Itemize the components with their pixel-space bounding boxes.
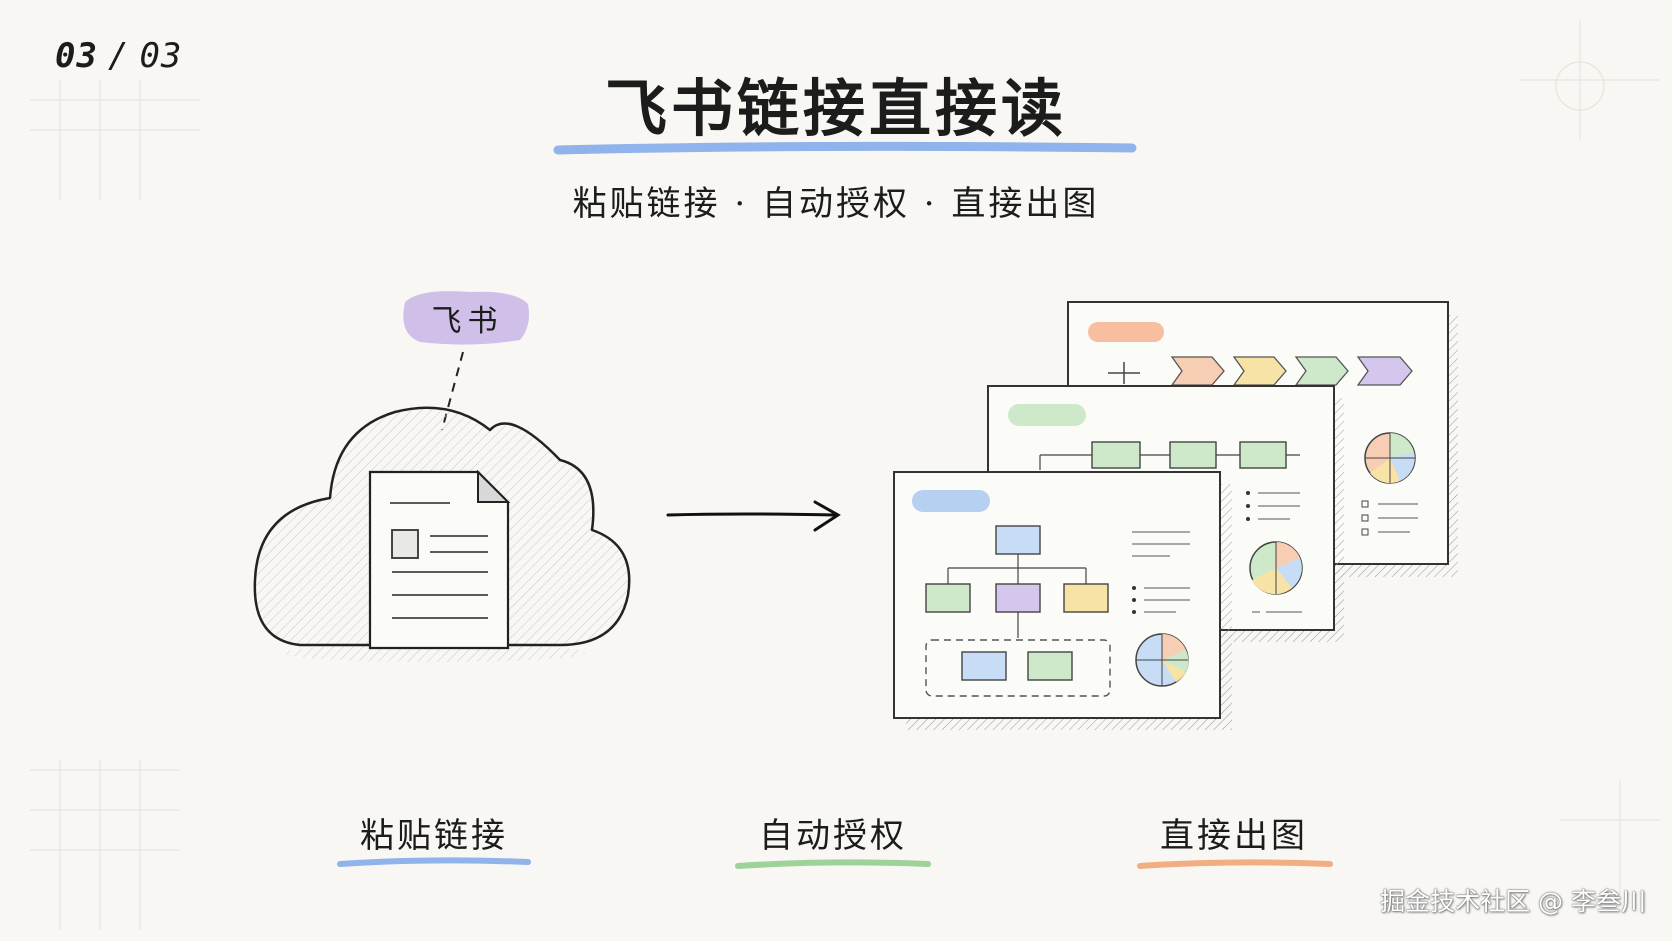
page-separator: /	[107, 36, 130, 76]
page-indicator: 03/03	[55, 36, 182, 76]
step-underline-2	[735, 859, 931, 869]
page-total: 03	[139, 36, 183, 76]
watermark: 掘金技术社区 @ 李叁川	[1380, 887, 1646, 916]
arrow-right-icon	[666, 500, 841, 532]
step-underline-3	[1137, 859, 1333, 869]
slide-title: 飞书链接直接读	[604, 72, 1067, 145]
corner-grid-decoration	[30, 20, 1660, 930]
step-auto-authorize: 自动授权	[759, 816, 907, 856]
tag-highlight	[403, 291, 529, 345]
step-paste-link: 粘贴链接	[360, 816, 508, 856]
step-generate-diagram: 直接出图	[1160, 816, 1308, 856]
diagram-card-front	[893, 471, 1232, 730]
title-underline	[553, 141, 1137, 155]
slide-subtitle: 粘贴链接 · 自动授权 · 直接出图	[572, 184, 1100, 224]
page-current: 03	[55, 36, 98, 76]
document-icon	[368, 469, 511, 650]
step-underline-1	[337, 857, 531, 867]
cloud-label: 飞书	[431, 304, 504, 339]
